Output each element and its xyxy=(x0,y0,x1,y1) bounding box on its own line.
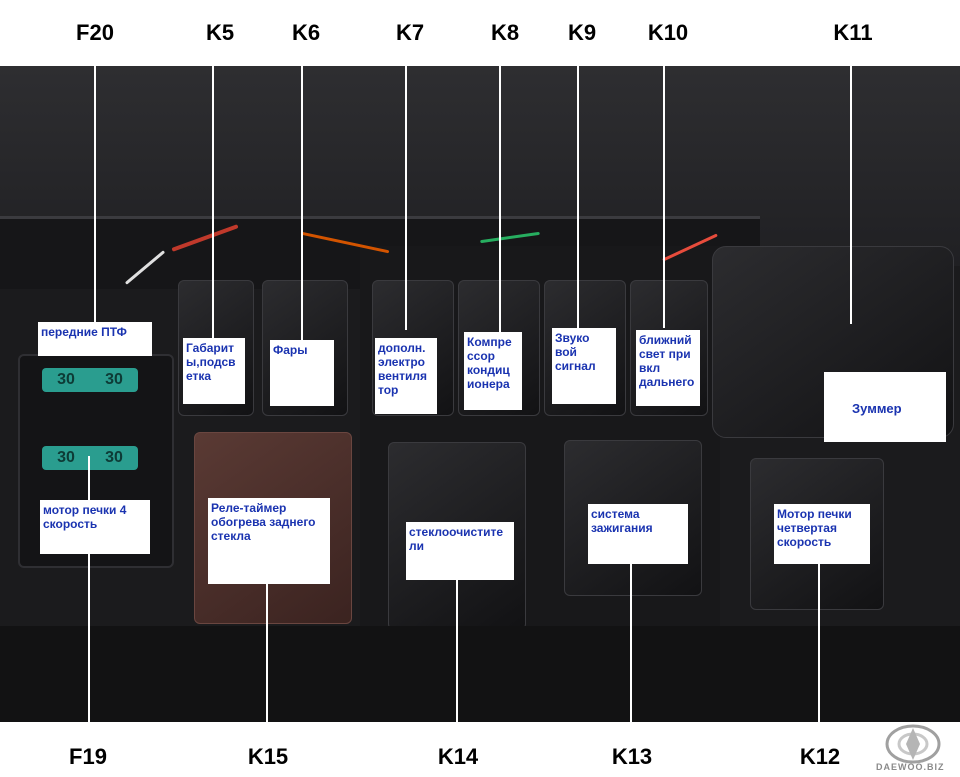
caption-k6: Фары xyxy=(270,340,334,406)
fuse-f20: 30 30 xyxy=(42,368,138,392)
leader-line-k15 xyxy=(266,584,268,742)
watermark-text: DAEWOO.BIZ xyxy=(876,762,945,772)
label-k5: K5 xyxy=(205,20,235,45)
leader-line-k12 xyxy=(818,564,820,742)
bottom-shelf xyxy=(0,626,960,722)
leader-line-k11 xyxy=(850,48,852,324)
caption-k10: ближний свет при вкл дальнего xyxy=(636,330,700,406)
caption-k14: стеклоочистите ли xyxy=(406,522,514,580)
leader-line-k9 xyxy=(577,48,579,328)
fuse-f19: 30 30 xyxy=(42,446,138,470)
label-k7: K7 xyxy=(395,20,425,45)
leader-line-k5 xyxy=(212,48,214,338)
label-k6: K6 xyxy=(291,20,321,45)
leader-line-k14 xyxy=(456,580,458,742)
label-k12: K12 xyxy=(799,744,841,769)
daewoo-logo-icon xyxy=(885,724,941,764)
leader-line-k13 xyxy=(630,564,632,742)
label-k10: K10 xyxy=(647,20,689,45)
caption-k13: система зажигания xyxy=(588,504,688,564)
label-k14: K14 xyxy=(437,744,479,769)
label-k15: K15 xyxy=(247,744,289,769)
fuse-marking: 30 xyxy=(57,449,75,466)
leader-line-f19 xyxy=(88,456,90,742)
fuse-marking: 30 xyxy=(57,371,75,388)
caption-k5: Габарит ы,подсв етка xyxy=(183,338,245,404)
label-f19: F19 xyxy=(69,744,107,769)
fuse-marking: 30 xyxy=(105,449,123,466)
leader-line-k6 xyxy=(301,48,303,344)
label-k11: K11 xyxy=(833,20,873,45)
caption-k8: Компре ссор кондиц ионера xyxy=(464,332,522,410)
caption-k12: Мотор печки четвертая скорость xyxy=(774,504,870,564)
caption-k7: дополн. электро вентиля тор xyxy=(375,338,437,414)
fuse-marking: 30 xyxy=(105,371,123,388)
caption-f19: мотор печки 4 скорость xyxy=(40,500,150,554)
leader-line-f20 xyxy=(94,48,96,322)
leader-line-k7 xyxy=(405,48,407,330)
caption-k15: Реле-таймер обогрева заднего стекла xyxy=(208,498,330,584)
label-k9: K9 xyxy=(567,20,597,45)
label-k13: K13 xyxy=(611,744,653,769)
label-f20: F20 xyxy=(76,20,114,45)
caption-k9: Звуко вой сигнал xyxy=(552,328,616,404)
leader-line-k10 xyxy=(663,48,665,328)
leader-line-k8 xyxy=(499,48,501,332)
caption-k11: Зуммер xyxy=(824,372,946,442)
caption-f20: передние ПТФ xyxy=(38,322,152,356)
label-k8: K8 xyxy=(490,20,520,45)
